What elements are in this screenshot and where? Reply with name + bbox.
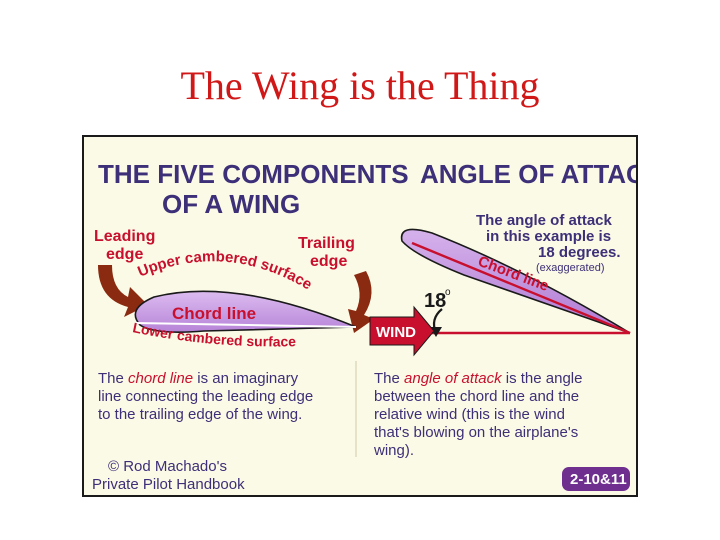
trailing-edge-label-line2: edge — [310, 253, 347, 270]
credit-line2: Private Pilot Handbook — [92, 476, 245, 493]
leading-edge-arrow-icon — [98, 265, 148, 317]
right-wing-airfoil — [400, 228, 631, 334]
right-heading: ANGLE OF ATTACK — [420, 159, 636, 189]
example-line1: The angle of attack — [476, 212, 613, 229]
wing-diagram: THE FIVE COMPONENTS OF A WING Leading ed… — [82, 135, 638, 497]
right-desc-line2: between the chord line and the — [374, 388, 579, 405]
right-chord-line — [411, 241, 631, 335]
wind-arrow-icon — [369, 305, 435, 357]
degree-mark: o — [445, 287, 451, 298]
credit-line1: © Rod Machado's — [108, 458, 227, 475]
example-line3: 18 degrees. — [538, 244, 621, 261]
wing-diagram-canvas: THE FIVE COMPONENTS OF A WING Leading ed… — [92, 159, 636, 493]
leading-edge-label-line1: Leading — [94, 228, 155, 245]
angle-value: 18 — [424, 290, 446, 312]
example-line2: in this example is — [486, 228, 611, 245]
trailing-edge-label-line1: Trailing — [298, 235, 355, 252]
right-desc-line3: relative wind (this is the wind — [374, 406, 565, 423]
left-desc-line1: The chord line is an imaginary — [98, 370, 299, 387]
right-desc-line1: The angle of attack is the angle — [374, 370, 582, 387]
left-heading-line1: THE FIVE COMPONENTS — [98, 159, 409, 189]
exaggerated-note: (exaggerated) — [536, 262, 605, 274]
slide-title: The Wing is the Thing — [180, 63, 540, 108]
right-desc-line5: wing). — [373, 442, 414, 459]
figure-badge — [562, 467, 630, 491]
figure-badge-label: 2-10&11 — [570, 471, 627, 488]
trailing-edge-arrow-icon — [348, 271, 374, 333]
left-wing-airfoil — [134, 290, 357, 333]
left-heading-line2: OF A WING — [162, 189, 300, 219]
wind-label: WIND — [376, 324, 416, 341]
right-desc-line4: that's blowing on the airplane's — [374, 424, 578, 441]
left-desc-line2: line connecting the leading edge — [98, 388, 313, 405]
leading-edge-label-line2: edge — [106, 246, 143, 263]
upper-surface-label: Upper cambered surface — [135, 248, 315, 293]
left-chord-label: Chord line — [172, 304, 256, 323]
left-desc-line3: to the trailing edge of the wing. — [98, 406, 302, 423]
left-chord-line — [135, 322, 357, 328]
